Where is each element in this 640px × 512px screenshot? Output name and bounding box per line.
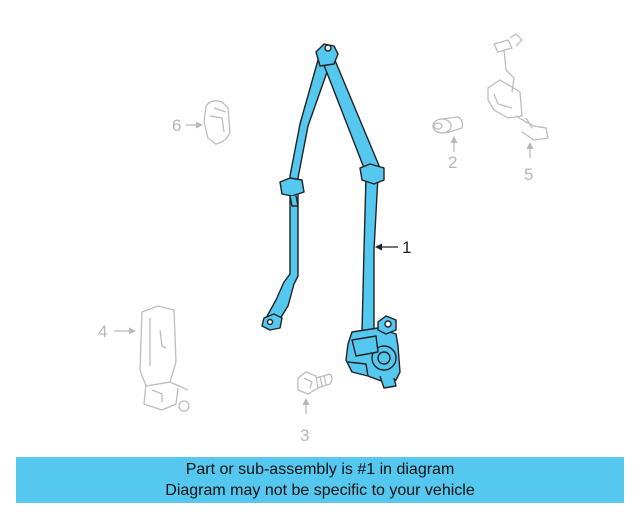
callout-1: 1 — [402, 238, 411, 257]
callout-5-arrowhead — [526, 142, 534, 149]
banner-line-1: Part or sub-assembly is #1 in diagram — [185, 461, 455, 478]
part-1-seat-belt[interactable] — [261, 43, 401, 389]
part-5-ghost — [487, 33, 549, 141]
callout-5: 5 — [524, 165, 533, 184]
callout-6: 6 — [172, 116, 181, 135]
callout-1-arrowhead — [375, 243, 382, 251]
callout-6-arrowhead — [196, 121, 203, 129]
callout-4-arrowhead — [129, 327, 136, 335]
callout-4: 4 — [98, 322, 107, 341]
callout-3: 3 — [300, 426, 309, 445]
callout-2-arrowhead — [450, 136, 458, 143]
part-2-ghost — [432, 116, 464, 134]
parts-diagram: 6 2 5 4 3 — [98, 33, 549, 445]
part-6-ghost — [203, 100, 231, 145]
info-banner: Part or sub-assembly is #1 in diagram Di… — [16, 457, 624, 503]
part-3-ghost — [297, 371, 333, 395]
banner-line-2: Diagram may not be specific to your vehi… — [165, 482, 475, 499]
callout-2: 2 — [448, 153, 457, 172]
callout-3-arrowhead — [302, 398, 310, 405]
part-4-ghost — [139, 305, 190, 412]
